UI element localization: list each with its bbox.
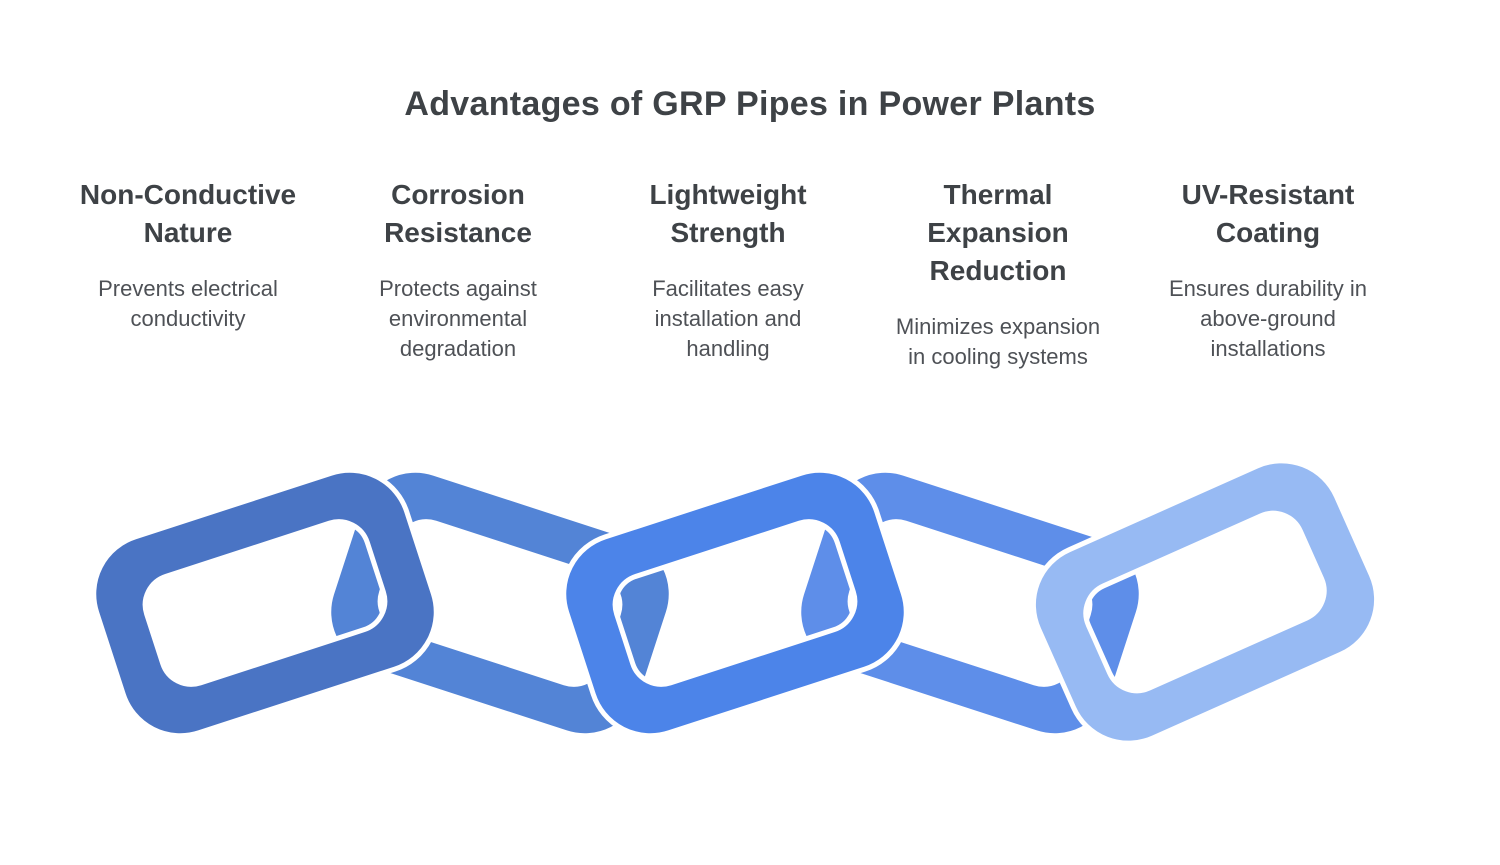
advantage-heading: Corrosion Resistance	[384, 179, 532, 248]
advantage-description: Protects against environmental degradati…	[379, 276, 537, 361]
page-title: Advantages of GRP Pipes in Power Plants	[404, 85, 1096, 123]
advantage-description: Facilitates easy installation and handli…	[652, 276, 804, 361]
advantage-column-non-conductive: Non-Conductive Nature Prevents electrica…	[79, 176, 297, 372]
advantage-description: Prevents electrical conductivity	[98, 276, 278, 331]
advantage-heading: Lightweight Strength	[649, 179, 807, 248]
advantages-row: Non-Conductive Nature Prevents electrica…	[53, 176, 1403, 372]
advantage-heading: Non-Conductive Nature	[79, 179, 297, 248]
advantage-description: Ensures durability in above-ground insta…	[1168, 276, 1368, 361]
chain-link-1-icon	[78, 455, 452, 752]
advantage-column-lightweight: Lightweight Strength Facilitates easy in…	[619, 176, 837, 372]
chain-link-3-icon	[548, 455, 922, 752]
advantage-column-corrosion: Corrosion Resistance Protects against en…	[349, 176, 567, 372]
advantage-description: Minimizes expansion in cooling systems	[895, 314, 1101, 369]
advantage-heading: UV-Resistant Coating	[1181, 179, 1355, 248]
chain-over-layer	[78, 442, 1396, 763]
advantage-column-thermal: Thermal Expansion Reduction Minimizes ex…	[889, 176, 1107, 372]
advantage-column-uv: UV-Resistant Coating Ensures durability …	[1159, 176, 1377, 372]
advantage-heading: Thermal Expansion Reduction	[927, 179, 1069, 286]
